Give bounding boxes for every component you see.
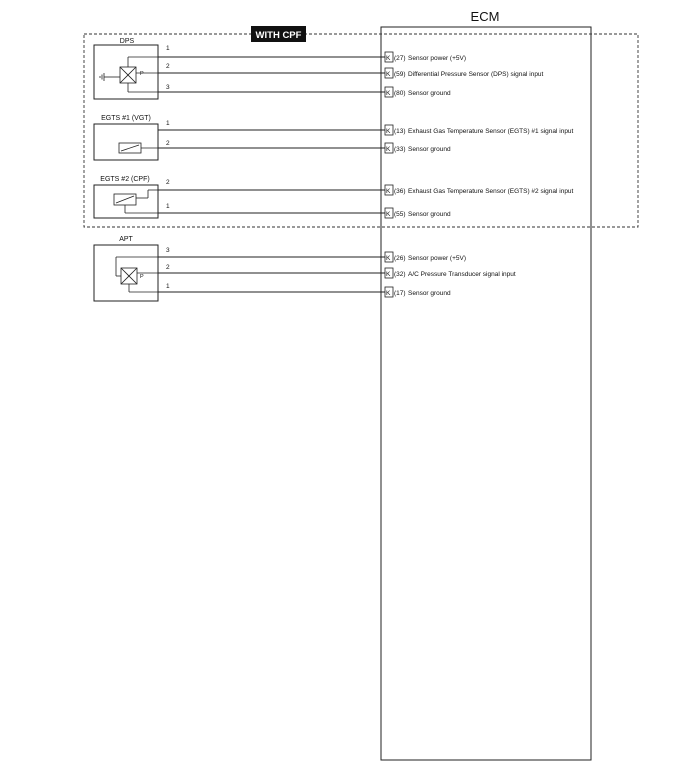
connector-id: K (386, 90, 391, 97)
cpf-badge (251, 26, 306, 42)
connector-id: K (386, 188, 391, 195)
egts1-label: EGTS #1 (VGT) (101, 115, 151, 122)
pin-description: Sensor ground (408, 290, 451, 297)
dps-wire-2: 2 (158, 63, 385, 74)
pin-number: 3 (166, 247, 170, 254)
pin-description: Sensor ground (408, 211, 451, 218)
pin-description: Sensor power (+5V) (408, 255, 466, 262)
ecm-pin-number: (59) (394, 71, 406, 78)
pin-description: Exhaust Gas Temperature Sensor (EGTS) #2… (408, 188, 574, 195)
egts1-box (93, 123, 159, 161)
pin-number: 2 (166, 140, 170, 147)
connector-id: K (386, 255, 391, 262)
ecm-pin-13: K (13) Exhaust Gas Temperature Sensor (E… (384, 124, 574, 136)
ground-icon (99, 73, 116, 81)
ecm-pin-27: K (27) Sensor power (+5V) (384, 51, 466, 63)
ecm-pin-number: (26) (394, 255, 406, 262)
cpf-badge-label: WITH CPF (256, 30, 302, 41)
pin-description: Sensor power (+5V) (408, 55, 466, 62)
ecm-pin-number: (36) (394, 188, 406, 195)
pin-description: Exhaust Gas Temperature Sensor (EGTS) #1… (408, 128, 574, 135)
pin-description: Differential Pressure Sensor (DPS) signa… (408, 71, 544, 78)
connector-id: K (386, 211, 391, 218)
connector-id: K (386, 128, 391, 135)
ecm-box (380, 26, 592, 761)
ecm-pin-number: (80) (394, 90, 406, 97)
egts1-sensor: EGTS #1 (VGT) (93, 115, 159, 161)
egts1-wire-1: 1 (158, 120, 385, 131)
connector-id: K (386, 55, 391, 62)
ecm-pin-17: K (17) Sensor ground (384, 286, 451, 298)
egts2-wire-2: 2 (158, 179, 385, 191)
connector-id: K (386, 71, 391, 78)
ecm-pin-number: (17) (394, 290, 406, 297)
resistor-icon (113, 193, 137, 206)
ecm-title: ECM (471, 9, 500, 24)
ecm-pin-number: (27) (394, 55, 406, 62)
dps-wire-3: 3 (158, 84, 385, 93)
pin-number: 1 (166, 120, 170, 127)
ecm-pin-number: (33) (394, 146, 406, 153)
ecm-pin-33: K (33) Sensor ground (384, 142, 451, 154)
connector-id: K (386, 290, 391, 297)
ecm-pin-36: K (36) Exhaust Gas Temperature Sensor (E… (384, 184, 574, 196)
apt-wire-1: 1 (158, 283, 385, 293)
connector-id: K (386, 271, 391, 278)
ecm-pin-32: K (32) A/C Pressure Transducer signal in… (384, 267, 516, 279)
connector-id: K (386, 146, 391, 153)
dps-wire-1: 1 (158, 45, 385, 58)
pin-number: 1 (166, 283, 170, 290)
apt-sensor: APT P (93, 236, 159, 302)
pin-description: Sensor ground (408, 146, 451, 153)
pin-number: 2 (166, 179, 170, 186)
pin-description: A/C Pressure Transducer signal input (408, 271, 516, 278)
egts2-label: EGTS #2 (CPF) (100, 176, 149, 183)
pin-number: 1 (166, 203, 170, 210)
egts1-wire-2: 2 (158, 140, 385, 149)
dps-sensor: DPS P (93, 38, 159, 100)
apt-sensor-symbol: P (140, 274, 144, 280)
ecm-pin-number: (13) (394, 128, 406, 135)
dps-sensor-symbol: P (140, 71, 144, 77)
pin-number: 2 (166, 264, 170, 271)
dps-label: DPS (120, 38, 135, 45)
apt-label: APT (119, 236, 133, 243)
ecm-pin-59: K (59) Differential Pressure Sensor (DPS… (384, 67, 544, 79)
apt-wire-3: 3 (158, 247, 385, 258)
pin-number: 1 (166, 45, 170, 52)
pin-number: 2 (166, 63, 170, 70)
ecm-pin-number: (55) (394, 211, 406, 218)
ecm-pin-55: K (55) Sensor ground (384, 207, 451, 219)
ecm-pin-26: K (26) Sensor power (+5V) (384, 251, 466, 263)
cpf-option-region (83, 33, 639, 228)
ecm-pin-80: K (80) Sensor ground (384, 86, 451, 98)
egts2-sensor: EGTS #2 (CPF) (93, 176, 159, 219)
egts2-wire-1: 1 (158, 203, 385, 214)
ecm-pin-number: (32) (394, 271, 406, 278)
apt-wire-2: 2 (158, 264, 385, 274)
resistor-icon (118, 142, 142, 154)
pin-description: Sensor ground (408, 90, 451, 97)
pin-number: 3 (166, 84, 170, 91)
